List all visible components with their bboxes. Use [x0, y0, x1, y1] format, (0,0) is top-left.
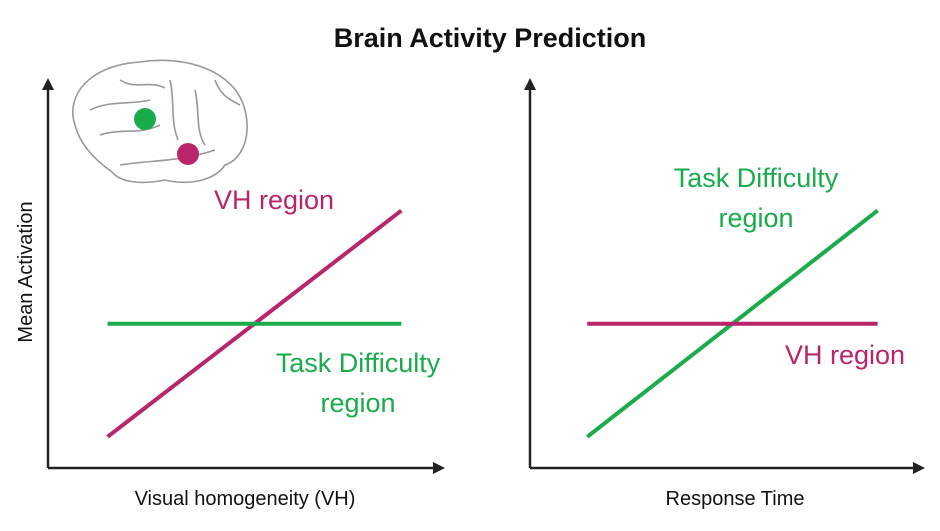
x-axis-label-left: Visual homogeneity (VH) — [135, 488, 356, 510]
brain-icon — [72, 59, 248, 184]
vh-region-label: VH region — [214, 185, 334, 215]
task-difficulty-region-label: region — [718, 203, 793, 233]
y-axis-label-left: Mean Activation — [15, 201, 37, 342]
x-axis-label-right: Response Time — [666, 488, 805, 510]
x-axis-arrow-icon — [913, 462, 925, 474]
vh-region-dot — [177, 143, 199, 165]
y-axis-arrow-icon — [524, 78, 536, 90]
task-difficulty-region-dot — [134, 108, 156, 130]
task-difficulty-region-label: region — [320, 388, 395, 418]
vh-region-label: VH region — [785, 340, 905, 370]
right-panel: Task Difficulty region VH region — [524, 78, 925, 474]
figure-title: Brain Activity Prediction — [334, 23, 647, 53]
task-difficulty-region-label: Task Difficulty — [674, 163, 839, 193]
y-axis-arrow-icon — [42, 78, 54, 90]
x-axis-arrow-icon — [433, 462, 445, 474]
task-difficulty-region-label: Task Difficulty — [276, 348, 441, 378]
